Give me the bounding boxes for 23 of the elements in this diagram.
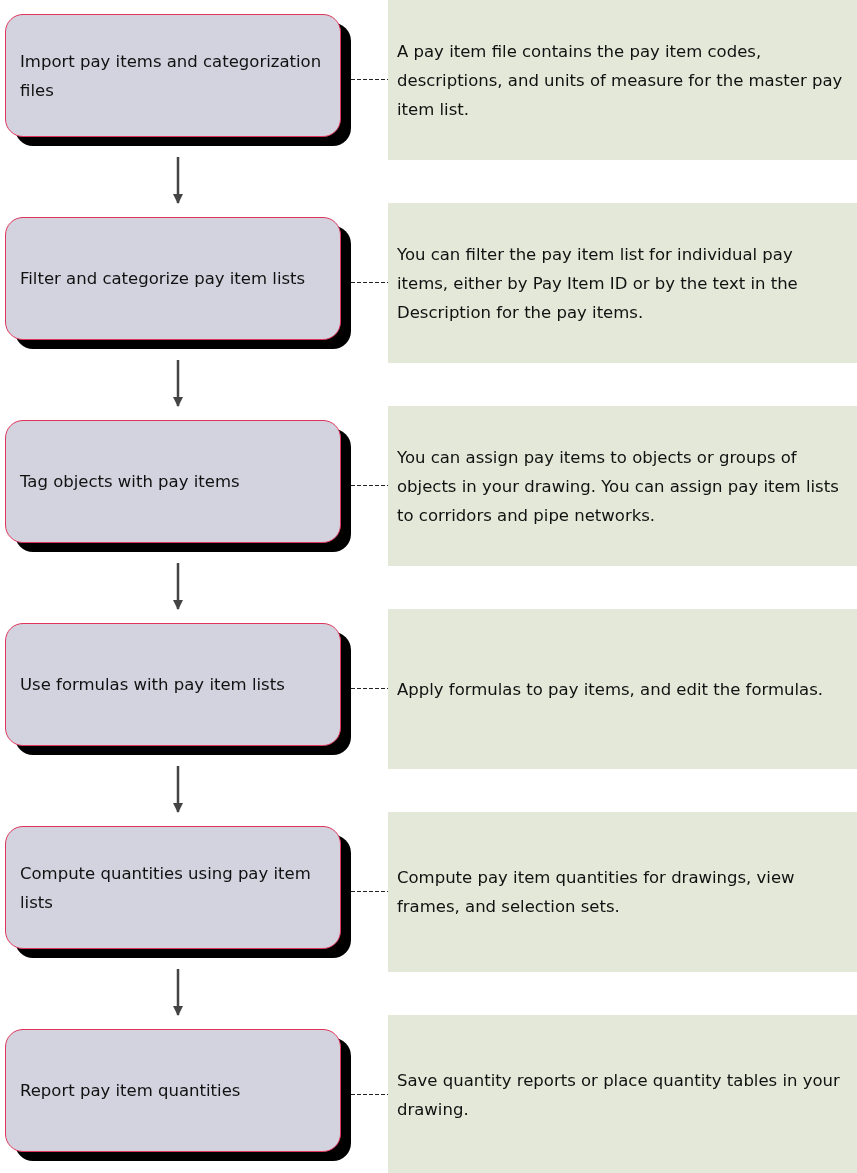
step-label: Filter and categorize pay item lists — [20, 268, 306, 290]
note-box — [388, 406, 857, 566]
arrow — [173, 157, 183, 204]
note-text: You can assign pay items to objects or groups of objects in your drawing. You can assign pay item lists to corridors and pipe networks. — [397, 446, 840, 527]
step-label: Use formulas with pay item lists — [20, 674, 285, 696]
step-label: Tag objects with pay items — [20, 471, 240, 493]
note-text: Apply formulas to pay items, and edit the formulas. — [397, 678, 824, 701]
step-label: Import pay items and categorization files — [20, 50, 323, 102]
note-text: You can filter the pay item list for individual pay items, either by Pay Item ID or by the text in the Description for the pay items. — [397, 243, 799, 324]
note-text: Compute pay item quantities for drawings, view frames, and selection sets. — [397, 867, 796, 918]
note-box — [388, 609, 857, 769]
note-box — [388, 203, 857, 363]
note-text: Save quantity reports or place quantity tables in your drawing. — [397, 1070, 841, 1121]
arrow — [173, 360, 183, 407]
note-box — [388, 0, 857, 160]
note-text: A pay item file contains the pay item codes, descriptions, and units of measure for the master pay item list. — [397, 40, 844, 121]
step-label: Compute quantities using pay item lists — [20, 862, 312, 914]
note-box — [388, 812, 857, 972]
arrow — [173, 766, 183, 813]
arrow — [173, 563, 183, 610]
step-label: Report pay item quantities — [20, 1080, 241, 1102]
arrow — [173, 969, 183, 1016]
note-box — [388, 1015, 857, 1173]
